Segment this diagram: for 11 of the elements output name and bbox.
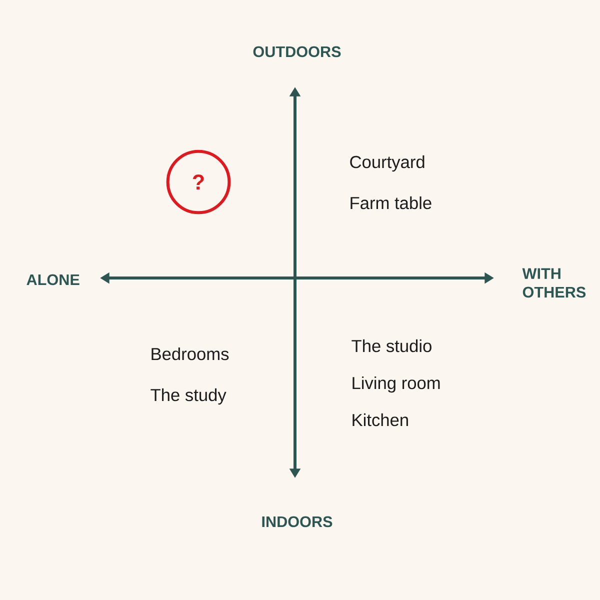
axis-label: WITH OTHERS [522,268,586,298]
place-label: Kitchen [352,413,408,426]
place-label: The studio [352,339,432,352]
place-label: The study [150,388,226,405]
axis-label: OUTDOORS [253,46,341,58]
place-label: Living room [352,376,440,393]
place-label: Bedrooms [152,347,229,360]
axis-label: ALONE [26,274,80,286]
place-label: Courtyard [350,155,424,172]
place-label: Farm table [350,196,432,210]
axis-label: INDOORS [262,516,332,528]
